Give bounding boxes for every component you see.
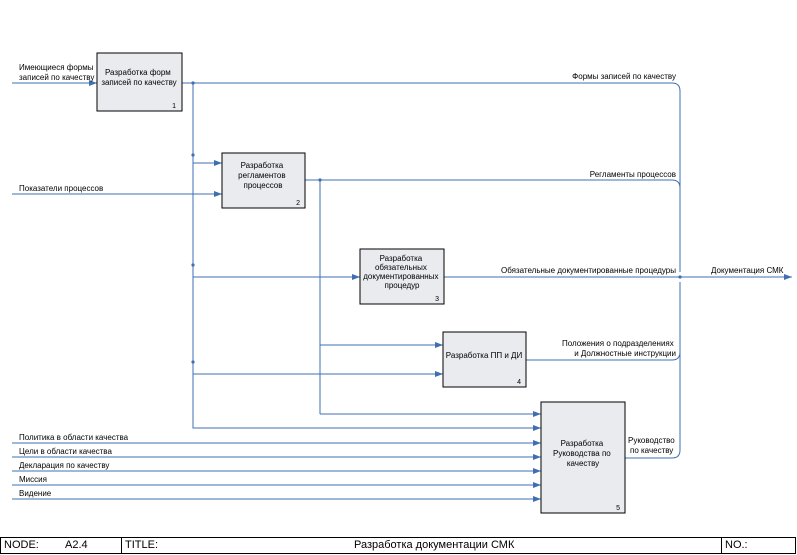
activity-box-3-number: 3: [435, 296, 439, 303]
footer-divider: [121, 538, 122, 553]
activity-box-4[interactable]: Разработка ПП и ДИ 4: [442, 331, 527, 388]
activity-box-4-frame: [442, 331, 527, 388]
page-title: Разработка документации СМК: [354, 539, 515, 551]
junction-dot: [191, 360, 195, 364]
label-existing-forms: Имеющиеся формы записей по качеству: [19, 63, 96, 82]
activity-box-2-label: Разработка регламентов процессов: [238, 161, 288, 190]
activity-box-2-frame: [221, 152, 306, 209]
activity-box-3-frame: [359, 248, 445, 305]
activity-box-5-frame: [540, 401, 626, 514]
activity-box-3-label: Разработка обязательных документированны…: [363, 254, 440, 290]
activity-box-1-label: Разработка форм записей по качеству: [101, 68, 176, 87]
activity-box-1-frame: [96, 52, 183, 112]
label-quality-declaration: Декларация по качеству: [19, 461, 109, 470]
diagram-footer: NODE: A2.4 TITLE: Разработка документаци…: [0, 537, 796, 554]
activity-box-5-number: 5: [616, 505, 620, 512]
arrow-output-record-forms[interactable]: [193, 82, 681, 272]
label-quality-manual: Руководство по качеству: [628, 436, 677, 455]
junction-dot: [191, 263, 195, 267]
activity-box-1-number: 1: [172, 103, 176, 110]
label-record-forms: Формы записей по качеству: [572, 72, 676, 81]
activity-box-4-number: 4: [517, 379, 521, 386]
arrow-box2-split[interactable]: [305, 179, 321, 414]
label-process-regulations: Регламенты процессов: [590, 170, 676, 179]
number-label: NO.:: [725, 539, 748, 551]
label-process-indicators: Показатели процессов: [19, 184, 103, 193]
label-mandatory-procedures: Обязательные документированные процедуры: [501, 266, 676, 275]
label-qms-documentation: Документация СМК: [711, 266, 784, 275]
activity-box-2-number: 2: [296, 200, 300, 207]
idef0-diagram: Разработка форм записей по качеству 1 Ра…: [12, 52, 792, 514]
activity-box-3[interactable]: Разработка обязательных документированны…: [359, 248, 445, 305]
activity-box-4-label: Разработка ПП и ДИ: [446, 351, 523, 360]
activity-box-5[interactable]: Разработка Руководства по качеству 5: [540, 401, 626, 514]
junction-dot: [191, 153, 195, 157]
activity-box-5-label: Разработка Руководства по качеству: [553, 439, 613, 468]
node-value: A2.4: [65, 539, 88, 551]
arrow-output-quality-manual[interactable]: [625, 282, 681, 459]
junction-dot: [191, 81, 195, 85]
activity-box-1[interactable]: Разработка форм записей по качеству 1: [96, 52, 183, 112]
label-regulations-instructions: Положения о подразделениях и Должностные…: [562, 339, 676, 358]
label-quality-goals: Цели в области качества: [19, 447, 112, 456]
label-vision: Видение: [19, 489, 52, 498]
junction-dot: [678, 275, 682, 279]
node-label: NODE:: [4, 539, 39, 551]
footer-divider: [721, 538, 722, 553]
activity-box-2[interactable]: Разработка регламентов процессов 2: [221, 152, 306, 209]
arrows: [12, 80, 792, 502]
title-label: TITLE:: [125, 539, 159, 551]
label-mission: Миссия: [19, 475, 47, 484]
label-quality-policy: Политика в области качества: [19, 433, 129, 442]
arrow-output-process-regulations[interactable]: [320, 179, 681, 272]
junction-dot: [318, 178, 322, 182]
